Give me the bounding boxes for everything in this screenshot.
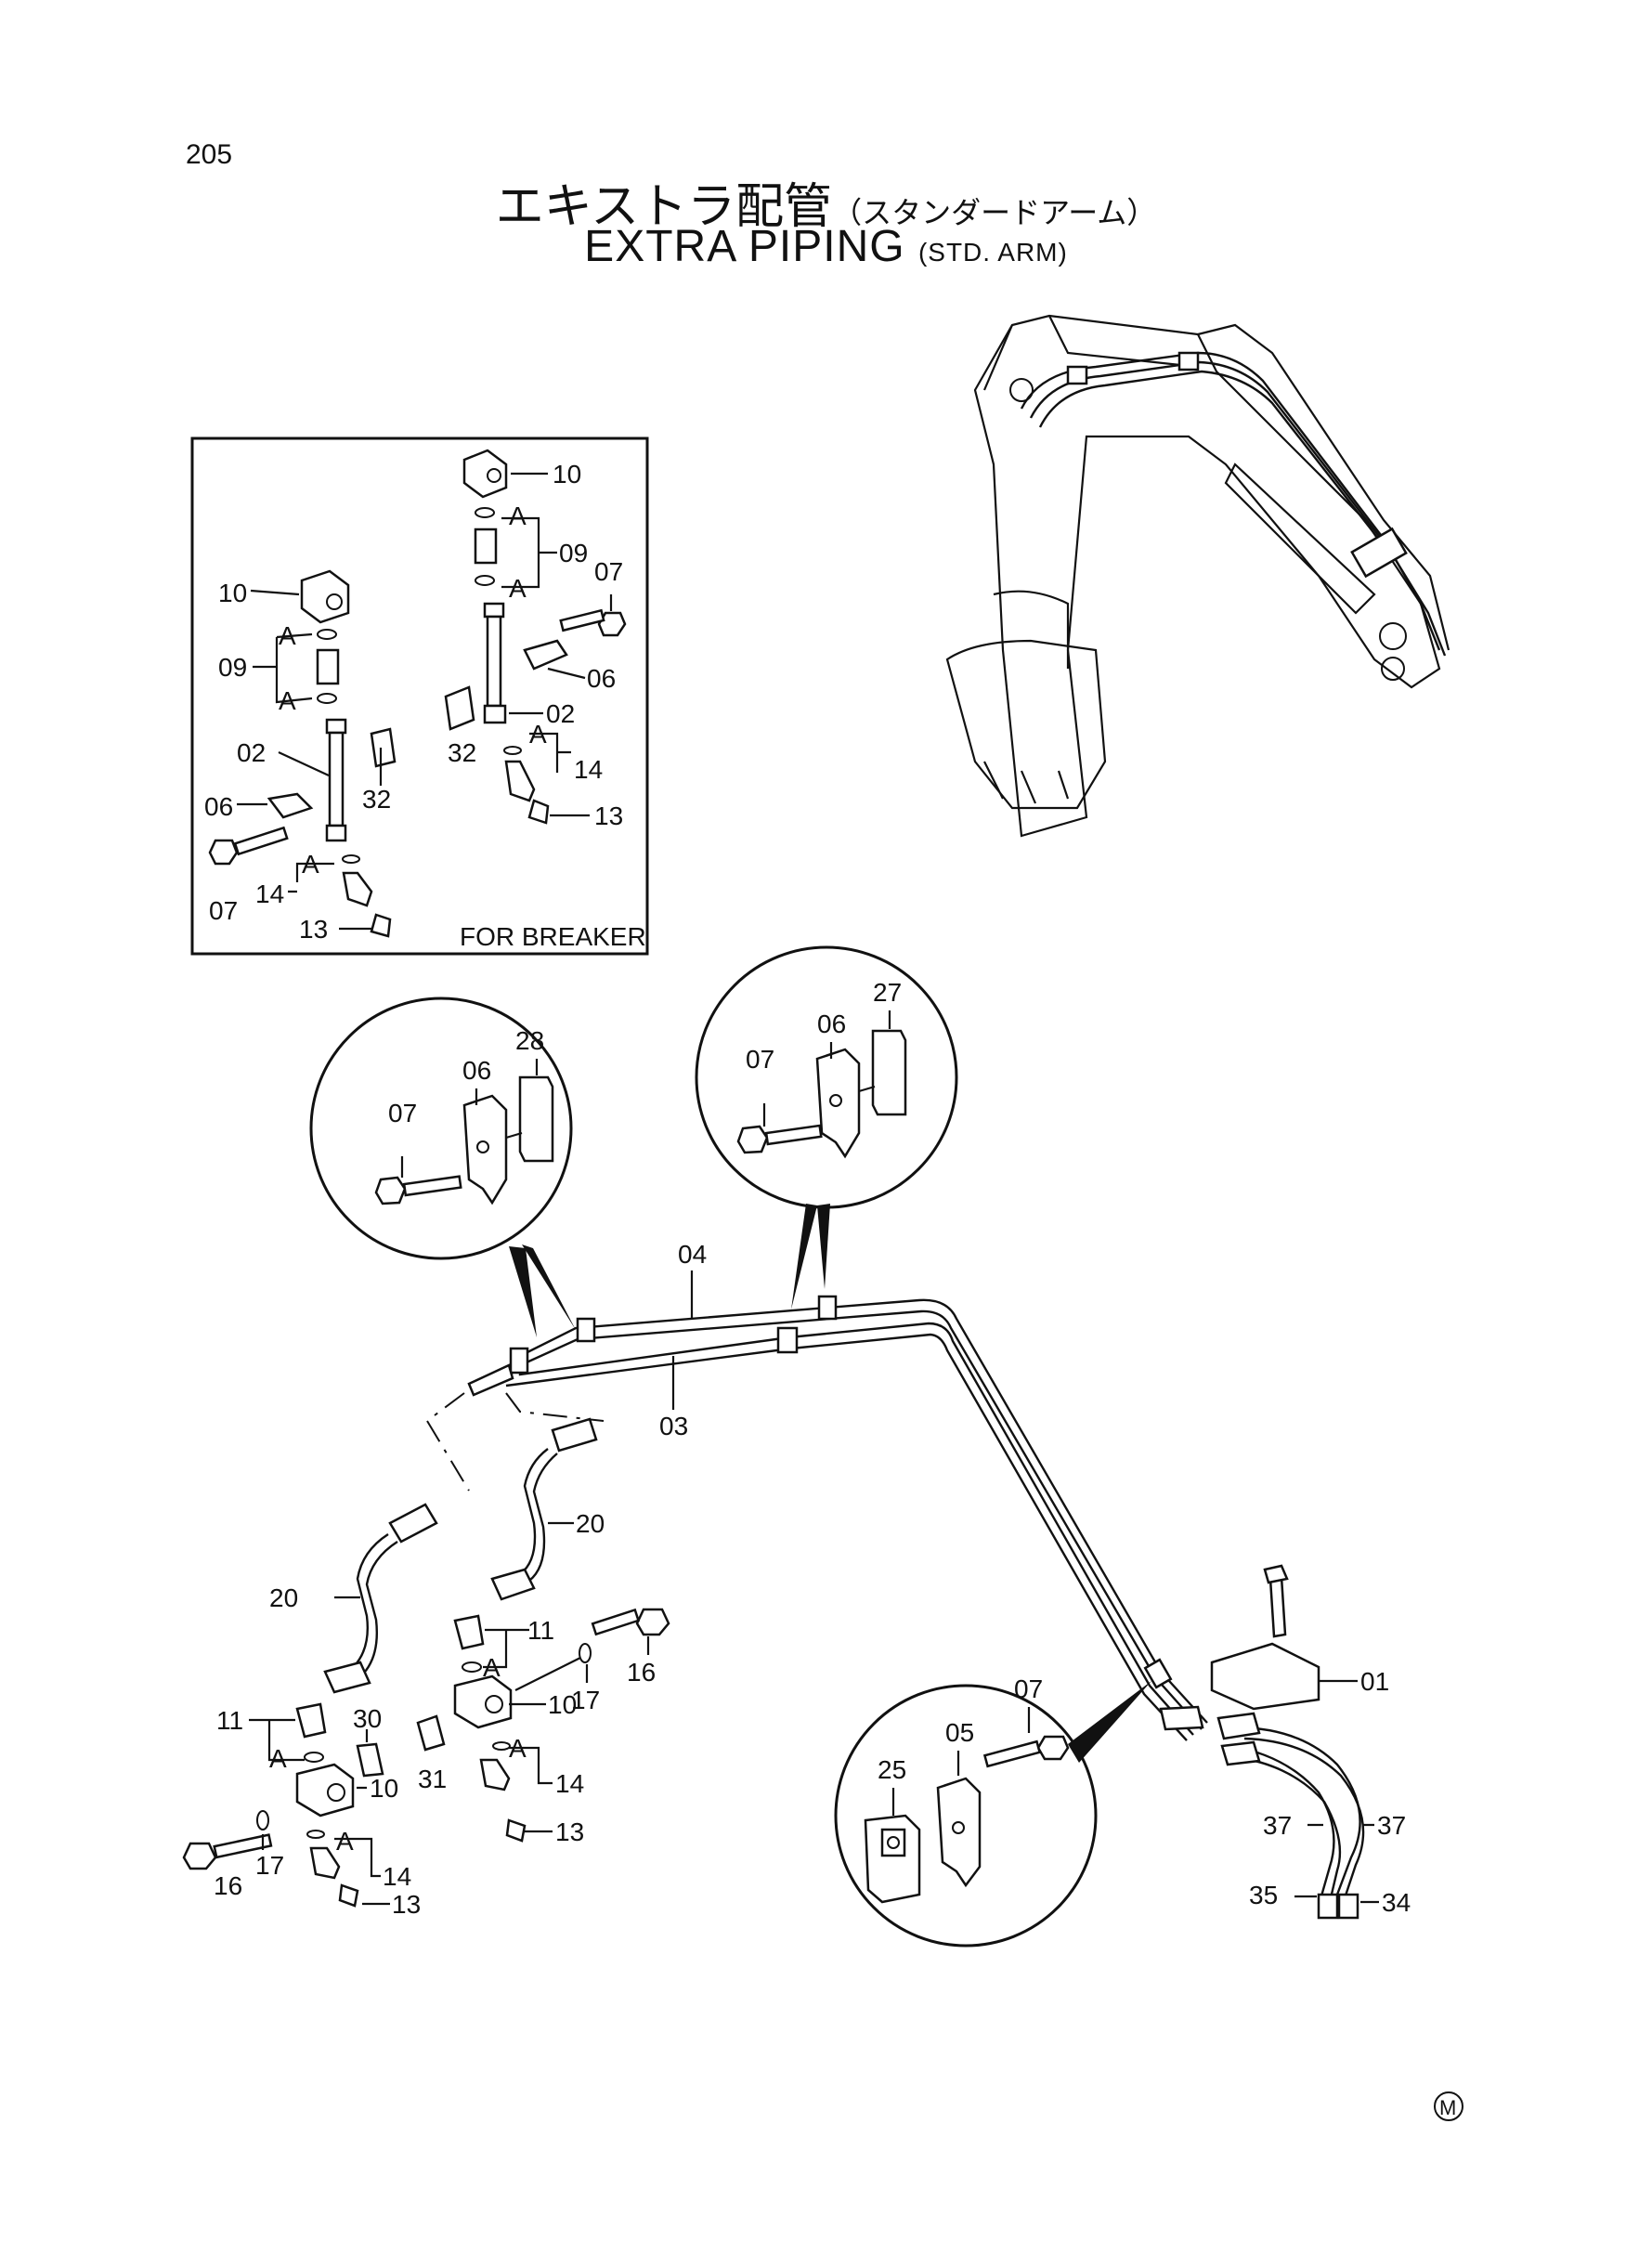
detail-label-07-a: 07 bbox=[388, 1099, 417, 1127]
inset-label-a-2: A bbox=[279, 686, 296, 715]
main-pipes: 04 03 bbox=[425, 1240, 1208, 1741]
inset-for-breaker: FOR BREAKER 10 A bbox=[190, 436, 649, 956]
title-japanese: エキストラ配管（スタンダードアーム） bbox=[0, 167, 1652, 237]
detail-label-07-b: 07 bbox=[746, 1045, 774, 1074]
inset-label-13-left: 13 bbox=[299, 915, 328, 944]
title-jp-sub: （スタンダードアーム） bbox=[832, 196, 1157, 229]
label-10-middle: 10 bbox=[548, 1690, 577, 1719]
detail-label-07-c: 07 bbox=[1014, 1674, 1043, 1703]
title-en-main: EXTRA PIPING bbox=[584, 222, 905, 271]
label-37-left: 37 bbox=[1263, 1811, 1292, 1840]
inset-label-32-left: 32 bbox=[362, 785, 391, 814]
inset-label-09-left: 09 bbox=[218, 653, 247, 682]
label-a-left-1: A bbox=[269, 1744, 287, 1773]
detail-label-25: 25 bbox=[878, 1755, 906, 1784]
label-17-left: 17 bbox=[255, 1851, 284, 1880]
inset-caption: FOR BREAKER bbox=[460, 922, 646, 951]
label-13-lower-left: 13 bbox=[392, 1890, 421, 1919]
excavator-arm-illustration bbox=[945, 314, 1450, 838]
inset-label-07-left: 07 bbox=[209, 896, 238, 925]
inset-label-13-right: 13 bbox=[594, 801, 623, 830]
label-14-lower-left: 14 bbox=[383, 1862, 411, 1891]
inset-label-a-1: A bbox=[279, 621, 296, 650]
label-a-left-2: A bbox=[336, 1827, 354, 1856]
inset-label-a-3: A bbox=[302, 850, 319, 879]
label-16-left: 16 bbox=[214, 1871, 242, 1900]
footer-mark-letter: M bbox=[1439, 2096, 1456, 2119]
label-30: 30 bbox=[353, 1704, 382, 1733]
label-37-right: 37 bbox=[1377, 1811, 1406, 1840]
label-a-middle-2: A bbox=[509, 1734, 527, 1763]
label-35: 35 bbox=[1249, 1881, 1278, 1909]
label-a-middle-1: A bbox=[483, 1653, 501, 1682]
label-01: 01 bbox=[1360, 1667, 1389, 1696]
label-14-middle: 14 bbox=[555, 1769, 584, 1798]
detail-circle-clamp-25: 25 05 07 bbox=[834, 1674, 1151, 1948]
inset-label-07-right: 07 bbox=[594, 557, 623, 586]
label-03: 03 bbox=[659, 1412, 688, 1440]
inset-label-10-left: 10 bbox=[218, 579, 247, 607]
inset-label-09-right: 09 bbox=[559, 539, 588, 567]
detail-label-27: 27 bbox=[873, 978, 902, 1007]
label-11-left: 11 bbox=[216, 1706, 243, 1735]
label-17-middle: 17 bbox=[571, 1686, 600, 1714]
inset-label-14-right: 14 bbox=[574, 755, 603, 784]
detail-circle-clamp-28: 28 06 07 bbox=[309, 997, 576, 1337]
label-16-middle: 16 bbox=[627, 1658, 656, 1687]
title-jp-main: エキストラ配管 bbox=[495, 180, 833, 234]
inset-left-assembly: 10 A 09 A 02 32 06 07 A 14 13 bbox=[204, 569, 397, 944]
inset-label-a-4: A bbox=[509, 502, 527, 530]
detail-circle-clamp-27: 27 06 07 bbox=[695, 945, 958, 1309]
label-34: 34 bbox=[1382, 1888, 1411, 1917]
title-en-sub: (STD. ARM) bbox=[917, 238, 1068, 267]
page-number: 205 bbox=[186, 139, 233, 170]
label-04: 04 bbox=[678, 1240, 707, 1269]
inset-label-14-left: 14 bbox=[255, 879, 284, 908]
inset-right-assembly: 10 A 09 A 07 06 02 32 A 14 13 bbox=[444, 449, 627, 830]
label-31: 31 bbox=[418, 1765, 447, 1793]
label-20-right: 20 bbox=[576, 1509, 605, 1538]
label-20-left: 20 bbox=[269, 1583, 298, 1612]
inset-label-06-right: 06 bbox=[587, 664, 616, 693]
label-11-middle: 11 bbox=[527, 1616, 554, 1645]
inset-label-a-6: A bbox=[529, 720, 547, 749]
lower-middle-fittings: 11 A 10 31 A 14 13 17 16 bbox=[416, 1608, 670, 1846]
inset-label-06-left: 06 bbox=[204, 792, 233, 821]
inset-label-10-right: 10 bbox=[553, 460, 581, 489]
footer-mark: M bbox=[1434, 2091, 1463, 2121]
detail-label-06-b: 06 bbox=[817, 1010, 846, 1038]
inset-label-02-right: 02 bbox=[546, 699, 575, 728]
title-english: EXTRA PIPING (STD. ARM) bbox=[0, 221, 1652, 272]
inset-label-02-left: 02 bbox=[237, 738, 266, 767]
hoses-20: 20 20 bbox=[269, 1417, 605, 1694]
bracket-and-hose-assembly: 01 37 37 35 34 bbox=[1210, 1564, 1411, 1920]
lower-left-fittings: 11 A 30 10 A 14 13 16 17 bbox=[182, 1702, 421, 1919]
label-10-lower-left: 10 bbox=[370, 1774, 398, 1803]
detail-label-28: 28 bbox=[515, 1026, 544, 1055]
inset-label-32-right: 32 bbox=[448, 738, 476, 767]
inset-label-a-5: A bbox=[509, 574, 527, 603]
label-13-middle: 13 bbox=[555, 1818, 584, 1846]
detail-label-05: 05 bbox=[945, 1718, 974, 1747]
detail-label-06-a: 06 bbox=[462, 1056, 491, 1085]
